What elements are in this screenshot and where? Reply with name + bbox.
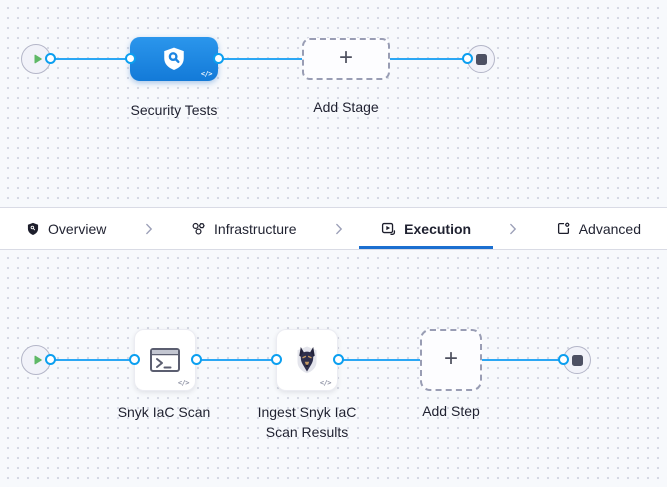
tab-advanced[interactable]: Advanced [532,208,665,249]
connector-dot [45,354,56,365]
stage-flow-line [50,58,467,60]
connector-dot [462,53,473,64]
step-canvas: </> </> + [0,250,667,487]
snyk-doberman-icon [291,343,323,377]
tab-infrastructure[interactable]: Infrastructure [167,208,320,249]
security-shield-icon [161,46,187,72]
shield-icon [26,222,40,236]
tab-label: Advanced [578,220,641,237]
advanced-icon [556,221,571,236]
terminal-icon [148,345,182,375]
stop-icon [571,354,583,366]
add-stage-button[interactable]: + [302,38,390,80]
chevron-right-icon [332,208,346,249]
plus-icon: + [443,345,458,372]
play-icon [28,353,45,367]
connector-dot [271,354,282,365]
connector-dot [125,53,136,64]
tab-overview[interactable]: Overview [2,208,130,249]
yaml-code-badge: </> [319,379,332,387]
tab-label: Infrastructure [214,220,297,237]
chevron-right-icon [506,208,520,249]
add-step-label: Add Step [422,403,480,419]
execution-icon [381,221,396,236]
add-step-button[interactable]: + [420,329,482,391]
step-card-ingest-snyk-results[interactable]: </> [276,329,338,391]
stop-icon [475,53,487,65]
connector-dot [129,354,140,365]
step-label: Snyk IaC Scan [117,404,211,420]
chevron-right-icon [142,208,156,249]
infrastructure-icon [191,221,206,236]
stage-label: Security Tests [130,102,218,118]
connector-dot [45,53,56,64]
plus-icon: + [338,44,353,71]
stage-canvas: </> + Security Tests Add Stage [0,0,667,207]
stage-tabbar: Overview Infrastructure [0,207,667,250]
stage-card-security-tests[interactable]: </> [130,37,218,81]
add-stage-label: Add Stage [313,99,379,115]
pipeline-end-node [467,45,495,73]
yaml-code-badge: </> [177,379,190,387]
connector-dot [191,354,202,365]
step-label: Ingest Snyk IaC Scan Results [257,404,357,440]
yaml-code-badge: </> [200,70,213,78]
play-icon [28,52,45,66]
step-card-snyk-iac-scan[interactable]: </> [134,329,196,391]
connector-dot [213,53,224,64]
tab-execution[interactable]: Execution [357,208,495,249]
connector-dot [558,354,569,365]
tab-label: Overview [48,220,107,237]
connector-dot [333,354,344,365]
tab-label: Execution [404,220,472,237]
